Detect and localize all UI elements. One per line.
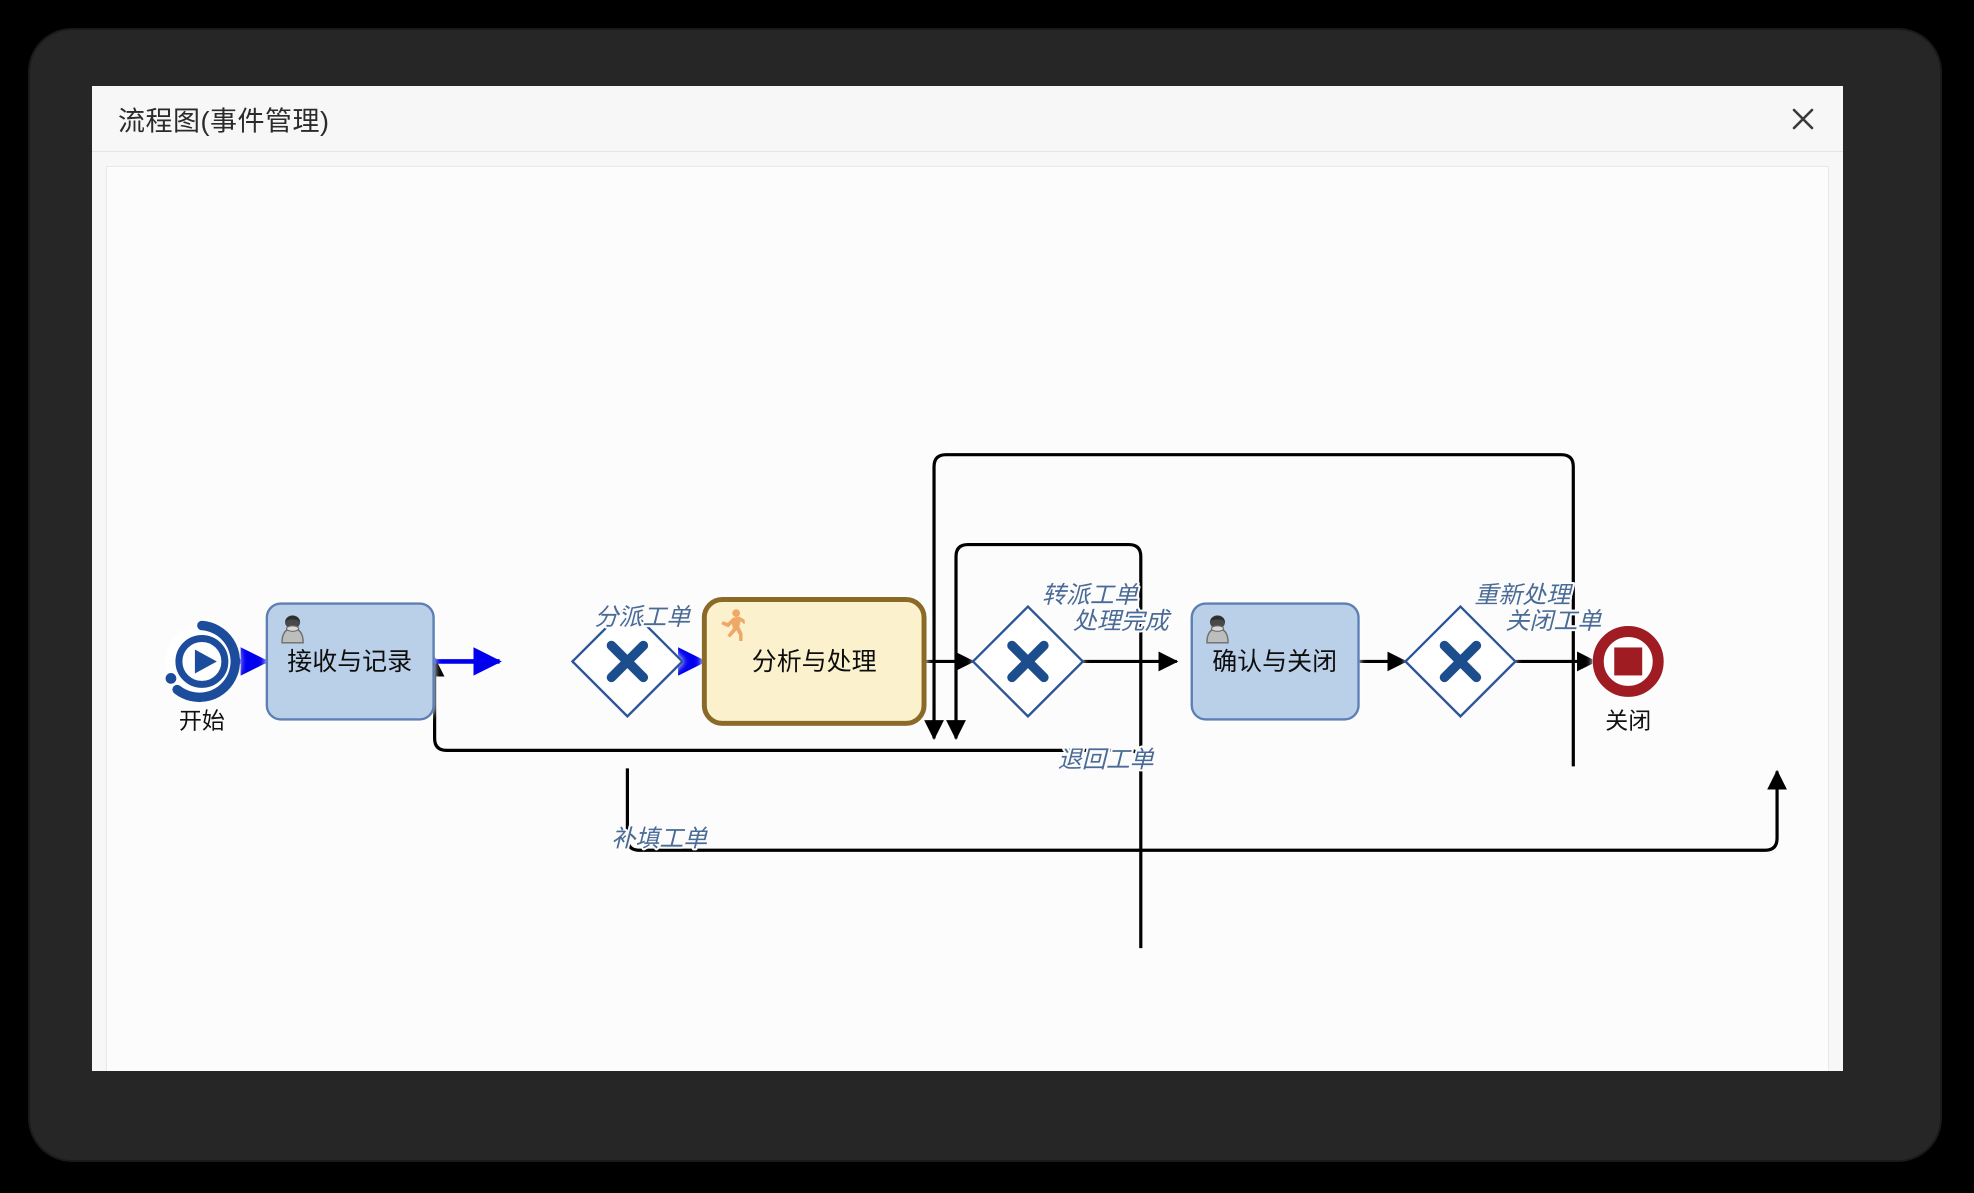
node-gateway-1[interactable] [570,604,685,719]
user-icon [281,615,304,644]
node-start-caption: 开始 [179,707,225,733]
edge-label-done: 处理完成 [1073,608,1172,635]
gateway-x-icon [606,640,649,683]
edge-reprocess [924,453,1575,767]
modal-body: 开始 接收与记录 [92,152,1843,1071]
node-end-caption: 关闭 [1605,707,1651,733]
modal-title-bar: 流程图(事件管理) [92,86,1843,152]
device-frame: 流程图(事件管理) [30,30,1940,1160]
flowchart-modal: 流程图(事件管理) [92,86,1843,1071]
close-glyph [1792,108,1814,129]
node-gateway-2[interactable] [971,604,1085,719]
node-gateway-3[interactable] [1403,604,1518,719]
edge-label-transfer: 转派工单 [1042,582,1139,609]
node-task-confirm-close[interactable]: 确认与关闭 [1190,602,1360,721]
flowchart-svg: 开始 接收与记录 [165,453,1787,949]
edge-label-close-order: 关闭工单 [1505,608,1602,635]
edge-label-refill-order: 补填工单 [611,826,708,853]
edge-label-assign: 分派工单 [594,604,691,631]
node-task-analyze-process[interactable]: 分析与处理 [701,597,927,726]
page-title: 流程图(事件管理) [118,106,330,136]
gateway-x-icon [1439,640,1482,683]
node-start[interactable] [165,620,241,703]
edge-return-order [424,656,1143,949]
node-task1-label: 接收与记录 [287,648,412,676]
running-man-icon [721,609,745,641]
node-task3-label: 确认与关闭 [1212,648,1337,676]
gateway-x-icon [1007,640,1049,683]
edge-transfer [946,542,1143,767]
node-task2-label: 分析与处理 [752,648,877,676]
user-icon [1206,615,1229,644]
edge-label-reprocess: 重新处理 [1474,582,1573,609]
close-icon[interactable] [1781,97,1825,141]
node-task-receive-record[interactable]: 接收与记录 [265,602,435,721]
edge-refill-order [625,768,1787,852]
node-end[interactable] [1592,625,1665,698]
diagram-canvas[interactable]: 开始 接收与记录 [106,166,1829,1071]
edge-label-return-order: 退回工单 [1058,747,1155,774]
